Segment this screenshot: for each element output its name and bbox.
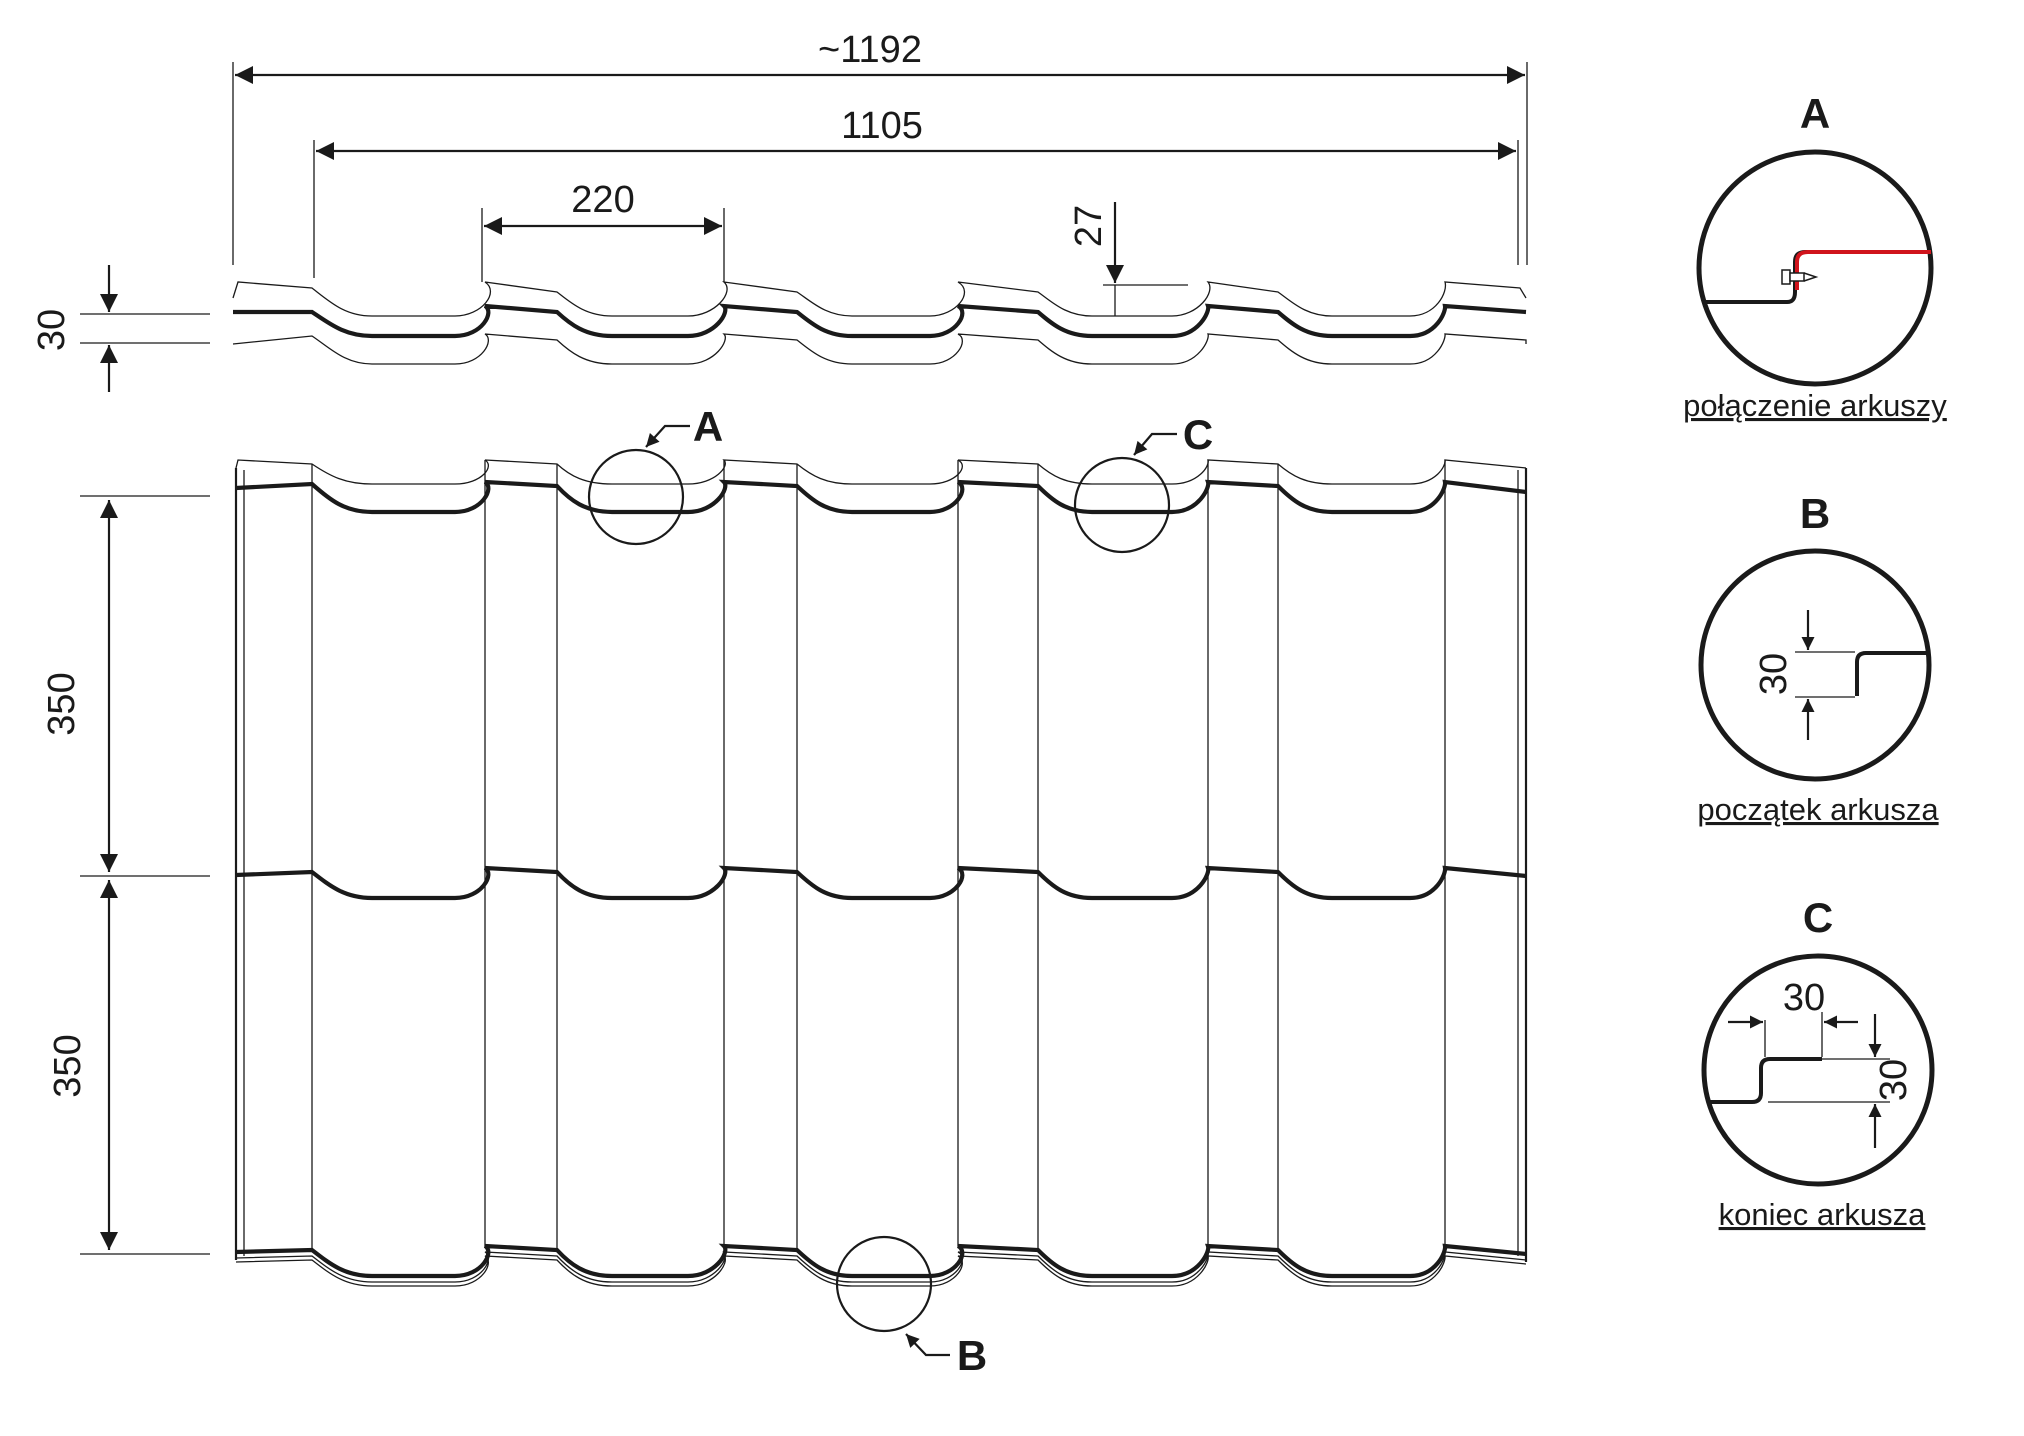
- detail-c-dim-v: 30: [1873, 1059, 1915, 1101]
- module-length-label-1: 350: [41, 672, 83, 735]
- callout-b-label: B: [957, 1332, 987, 1379]
- dimension-step-height: 30: [31, 265, 210, 392]
- callout-a: A: [587, 403, 723, 546]
- detail-b-letter: B: [1800, 490, 1830, 537]
- callout-c-label: C: [1183, 411, 1213, 458]
- module-length-label-2: 350: [47, 1034, 89, 1097]
- effective-width-label: 1105: [841, 105, 923, 147]
- detail-c: C 30 30 koniec arkusza: [1701, 894, 1935, 1232]
- dimension-effective-width: 1105: [313, 105, 1519, 278]
- detail-c-caption: koniec arkusza: [1719, 1197, 1927, 1232]
- detail-b-dim: 30: [1753, 653, 1795, 695]
- tile-plan-view: [234, 459, 1528, 1287]
- detail-a-letter: A: [1800, 90, 1830, 137]
- callout-a-label: A: [693, 403, 723, 450]
- detail-c-dim-h: 30: [1783, 977, 1825, 1019]
- module-width-label: 220: [571, 179, 634, 221]
- step-height-label: 30: [31, 309, 73, 351]
- tile-cross-section: [232, 281, 1527, 365]
- screw-icon: [1781, 269, 1819, 285]
- detail-a-caption: połączenie arkuszy: [1683, 388, 1947, 423]
- detail-b-caption: początek arkusza: [1697, 792, 1939, 827]
- callout-c: C: [1073, 411, 1213, 554]
- detail-c-letter: C: [1803, 894, 1833, 941]
- dimension-overall-width: ~1192: [232, 29, 1528, 265]
- profile-height-label: 27: [1068, 205, 1110, 247]
- dimension-module-width: 220: [481, 179, 725, 282]
- callout-b: B: [835, 1235, 987, 1379]
- detail-b: B 30 początek arkusza: [1697, 490, 1939, 827]
- detail-a: A połączenie arkuszy: [1683, 90, 1947, 423]
- dimension-profile-height: 27: [1068, 202, 1188, 316]
- dimension-module-length: 350 350: [41, 495, 210, 1255]
- overall-width-label: ~1192: [818, 29, 922, 71]
